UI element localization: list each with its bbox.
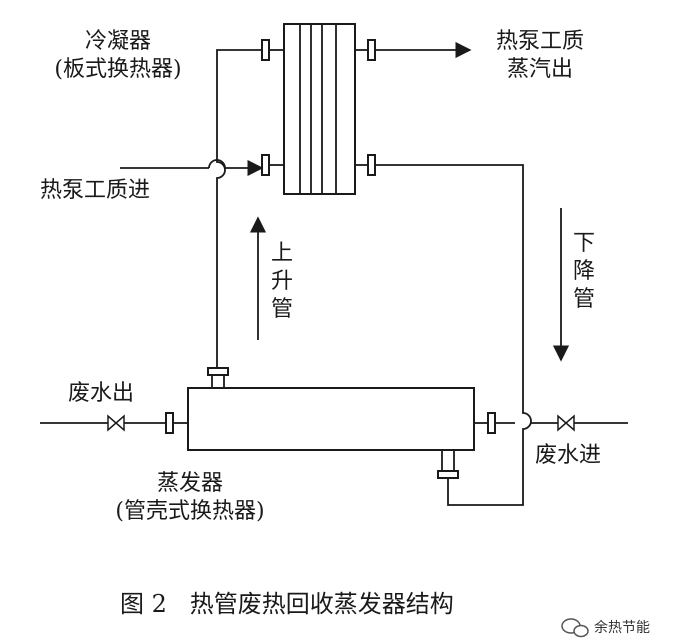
downcomer-pipe <box>375 164 532 506</box>
waste-water-in-line <box>495 414 628 432</box>
riser-label-char: 升 <box>271 269 293 294</box>
watermark-text: 余热节能 <box>594 619 650 636</box>
condenser-label: 冷凝器 <box>85 29 151 54</box>
riser-label-char: 上 <box>271 241 293 266</box>
waste-water-out-label: 废水出 <box>68 381 134 406</box>
evaporator-type-label: (管壳式换热器) <box>115 499 264 524</box>
valve-icon <box>557 414 575 432</box>
wechat-logo-icon <box>561 618 589 638</box>
downcomer-label-char: 下 <box>573 231 595 256</box>
valve-icon <box>107 414 125 432</box>
condenser-type-label: (板式换热器) <box>54 57 181 82</box>
evaporator-label: 蒸发器 <box>157 471 223 496</box>
downcomer-label-char: 降 <box>573 259 595 284</box>
downcomer-label-char: 管 <box>573 287 595 312</box>
evaporator <box>165 367 496 479</box>
condenser <box>261 23 376 195</box>
figure-caption: 图 2 热管废热回收蒸发器结构 <box>120 590 454 618</box>
riser-pipe <box>216 49 262 368</box>
waste-water-out-line <box>40 414 166 432</box>
fluid-in-line <box>120 159 264 177</box>
vapor-out-label-2: 蒸汽出 <box>507 57 573 82</box>
vapor-out-label: 热泵工质 <box>496 29 584 54</box>
fluid-in-label: 热泵工质进 <box>40 178 150 203</box>
riser-label-char: 管 <box>271 297 293 322</box>
waste-water-in-label: 废水进 <box>535 443 601 468</box>
